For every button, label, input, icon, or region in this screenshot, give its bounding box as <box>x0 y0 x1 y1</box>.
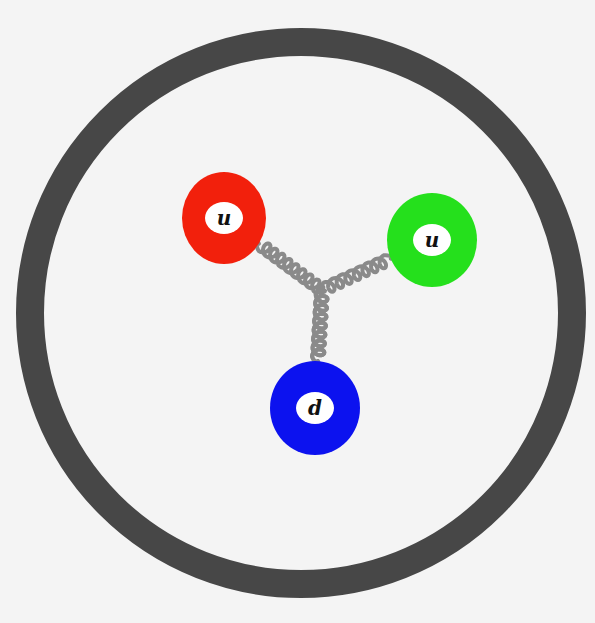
color-charge <box>270 361 360 455</box>
quark-flavor: u <box>217 208 232 228</box>
quark-flavor: u <box>425 230 440 250</box>
quark-blob: u <box>182 172 266 264</box>
quark-core <box>205 202 243 234</box>
quark-blob: u <box>387 193 477 287</box>
proton-boundary <box>30 42 572 584</box>
quark-blob: d <box>270 361 360 455</box>
quark-label-holder: u <box>182 172 266 264</box>
quark-flavor: d <box>308 398 322 418</box>
color-charge <box>182 172 266 264</box>
color-charge <box>387 193 477 287</box>
quark-label-holder: d <box>270 361 360 455</box>
quark-label-holder: u <box>387 193 477 287</box>
quark-core <box>296 392 334 424</box>
quark-core <box>413 224 451 256</box>
gluon-spring <box>312 255 394 364</box>
